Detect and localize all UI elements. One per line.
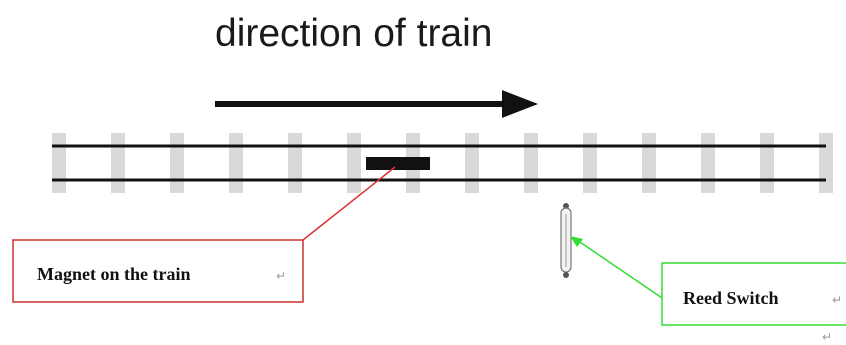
track-sleeper <box>583 133 597 193</box>
reed-switch-label-box <box>661 262 846 326</box>
reed-switch-icon <box>560 203 572 278</box>
track-sleeper <box>347 133 361 193</box>
magnet-label-return-mark: ↵ <box>276 269 286 283</box>
reed-switch-label: Reed Switch <box>683 288 779 308</box>
track-sleeper <box>524 133 538 193</box>
reed-switch-callout: Reed Switch ↵ <box>570 236 846 326</box>
track-sleepers <box>52 133 833 193</box>
track-sleeper <box>701 133 715 193</box>
reed-switch-label-return-mark: ↵ <box>832 293 842 307</box>
track-sleeper <box>111 133 125 193</box>
paragraph-return-mark: ↵ <box>822 330 832 344</box>
track-sleeper <box>819 133 833 193</box>
magnet-callout-leader <box>302 166 396 241</box>
track-sleeper <box>170 133 184 193</box>
reed-callout-arrowhead <box>570 236 583 247</box>
track-sleeper <box>288 133 302 193</box>
track-sleeper <box>52 133 66 193</box>
track-sleeper <box>760 133 774 193</box>
diagram-title: direction of train <box>215 12 492 55</box>
track-sleeper <box>229 133 243 193</box>
reed-callout-leader <box>573 237 663 299</box>
magnet-bar-icon <box>366 157 430 170</box>
magnet-callout: Magnet on the train ↵ <box>12 166 396 303</box>
direction-arrow-icon <box>215 90 538 118</box>
railway-track <box>52 133 833 193</box>
magnet-label-box <box>12 239 304 303</box>
track-sleeper <box>465 133 479 193</box>
track-sleeper <box>642 133 656 193</box>
magnet-label: Magnet on the train <box>37 264 190 284</box>
